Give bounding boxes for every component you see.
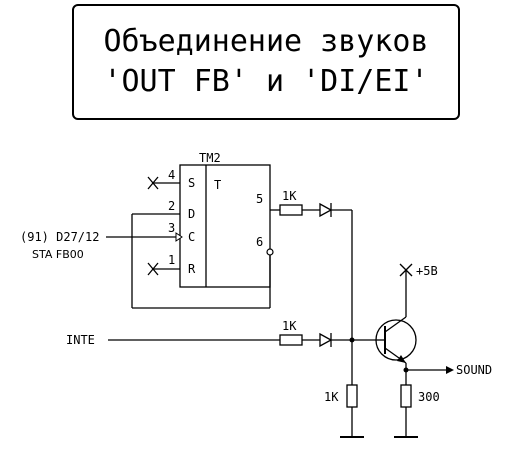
chip-name: TM2 <box>199 151 221 165</box>
pin-c-label: C <box>188 230 195 244</box>
npn-transistor: +5В <box>375 263 438 364</box>
inte-label: INTE <box>66 333 95 347</box>
pin-d-label: D <box>188 207 195 221</box>
pin-r-number: 1 <box>168 253 175 267</box>
pin-d: 2 <box>131 199 271 309</box>
resistor-top-label: 1K <box>282 189 297 203</box>
output-label: SOUND <box>456 363 492 377</box>
pin-c: 3 (91) D27/12 STA FB00 <box>20 221 183 261</box>
pin-r-label: R <box>188 262 196 276</box>
resistor-base-label: 1K <box>324 390 339 404</box>
inversion-circle <box>266 248 274 256</box>
base-resistor-path: 1K <box>324 340 364 438</box>
diode-top <box>319 202 333 218</box>
pin-q-path: 5 1K <box>256 189 353 340</box>
pin-qn-number: 6 <box>256 235 263 249</box>
emitter-path: SOUND 300 <box>394 363 492 438</box>
title-box: Объединение звуков 'OUT FB' и 'DI/EI' <box>72 4 460 120</box>
pin-s-number: 4 <box>168 168 175 182</box>
resistor-emitter-label: 300 <box>418 390 440 404</box>
diode-inte <box>319 332 333 348</box>
pin-qn: 6 <box>256 235 274 256</box>
resistor-inte <box>279 334 303 346</box>
clock-sub-label: STA FB00 <box>32 248 84 261</box>
chip-outline <box>179 164 271 288</box>
pin-s: 4 <box>147 168 180 190</box>
power-label: +5В <box>416 264 438 278</box>
clock-triangle <box>175 232 183 242</box>
resistor-base <box>346 384 358 408</box>
clock-signal-label: (91) D27/12 <box>20 230 99 244</box>
pin-r: 1 <box>147 253 180 276</box>
collector-line <box>384 316 407 333</box>
inte-path: INTE 1K <box>66 319 375 348</box>
emitter-arrow <box>397 355 406 363</box>
tm2-chip: TM2 T S D C R <box>179 151 271 288</box>
resistor-top <box>279 204 303 216</box>
output-arrow <box>446 366 454 374</box>
pin-d-number: 2 <box>168 199 175 213</box>
chip-type-label: T <box>214 178 221 192</box>
resistor-inte-label: 1K <box>282 319 297 333</box>
title-line-2: 'OUT FB' и 'DI/EI' <box>103 64 429 99</box>
pin-q-number: 5 <box>256 192 263 206</box>
pin-c-number: 3 <box>168 221 175 235</box>
resistor-emitter <box>400 384 412 408</box>
title-line-1: Объединение звуков <box>103 24 429 59</box>
pin-s-label: S <box>188 176 195 190</box>
